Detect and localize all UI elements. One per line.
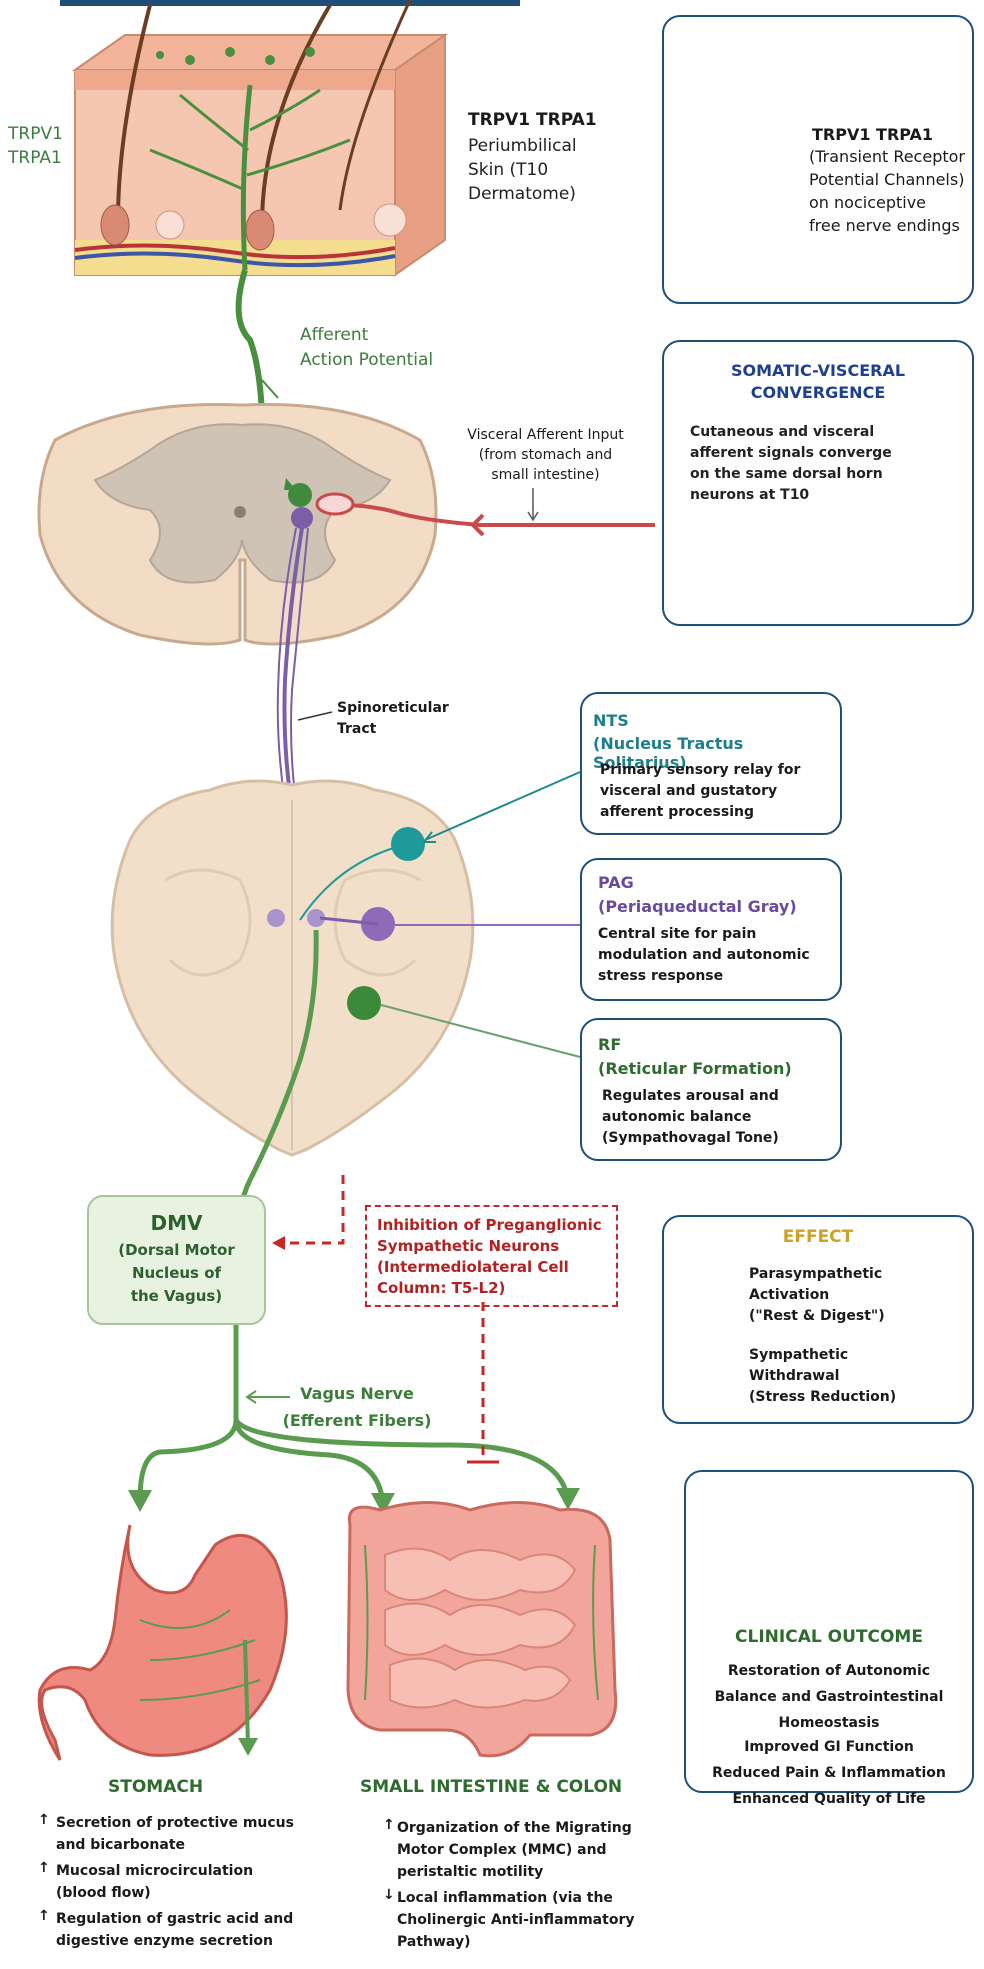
channel-info-box: TRPV1 TRPA1 (Transient Receptor Potentia…: [662, 15, 974, 304]
pag-full: (Periaqueductal Gray): [598, 897, 797, 916]
dorsal-horn-projection-neuron: [291, 507, 313, 529]
outcome-line2: Improved GI Function Reduced Pain & Infl…: [686, 1734, 972, 1812]
stomach-item-text: Mucosal microcirculation (blood flow): [56, 1860, 253, 1904]
spinoreticular-label: Spinoreticular Tract: [337, 698, 449, 740]
nts-abbr: NTS: [593, 711, 629, 730]
stomach-item-arrow: ↑: [38, 1908, 56, 1952]
pag-abbr: PAG: [598, 873, 634, 892]
rf-nucleus: [347, 986, 381, 1020]
channel-box-desc: (Transient Receptor Potential Channels) …: [809, 145, 965, 237]
afferent-label: Afferent Action Potential: [300, 323, 433, 373]
stomach-item-arrow: ↑: [38, 1860, 56, 1904]
rf-full: (Reticular Formation): [598, 1059, 792, 1078]
intestine-list: ↑ Organization of the Migrating Motor Co…: [383, 1817, 673, 1953]
stomach-item-text: Regulation of gastric acid and digestive…: [56, 1908, 293, 1952]
stomach-item-text: Secretion of protective mucus and bicarb…: [56, 1812, 294, 1856]
inhibition-text: Inhibition of Preganglionic Sympathetic …: [377, 1215, 602, 1299]
intestine-item: ↑ Organization of the Migrating Motor Co…: [383, 1817, 673, 1883]
effect-up-text: Parasympathetic Activation ("Rest & Dige…: [749, 1264, 885, 1327]
outcome-line1: Restoration of Autonomic Balance and Gas…: [686, 1658, 972, 1736]
channel-box-title: TRPV1 TRPA1: [812, 125, 933, 144]
stomach-item: ↑ Secretion of protective mucus and bica…: [38, 1812, 328, 1856]
dmv-box: DMV (Dorsal Motor Nucleus of the Vagus): [87, 1195, 266, 1325]
stomach-item-arrow: ↑: [38, 1812, 56, 1856]
stomach-item: ↑ Mucosal microcirculation (blood flow): [38, 1860, 328, 1904]
rf-box: RF (Reticular Formation) Regulates arous…: [580, 1018, 842, 1161]
vagus-label: Vagus Nerve (Efferent Fibers): [282, 1380, 432, 1434]
skin-illustration: [75, 0, 445, 275]
nts-leader-line: [425, 772, 580, 840]
rf-desc: Regulates arousal and autonomic balance …: [602, 1086, 779, 1149]
spinal-cord-illustration: [39, 404, 436, 644]
intestine-title: SMALL INTESTINE & COLON: [360, 1777, 622, 1797]
intestine-item: ↓ Local inflammation (via the Cholinergi…: [383, 1887, 673, 1953]
effect-down-text: Sympathetic Withdrawal (Stress Reduction…: [749, 1345, 896, 1408]
pag-desc: Central site for pain modulation and aut…: [598, 924, 810, 987]
dmv-abbr: DMV: [89, 1211, 264, 1235]
title-fragment: [60, 0, 520, 6]
skin-title: Periumbilical Skin (T10 Dermatome): [468, 134, 577, 206]
receptor-label: TRPV1 TRPA1: [8, 122, 63, 170]
intestine-item-arrow: ↓: [383, 1887, 397, 1953]
outcome-title: CLINICAL OUTCOME: [686, 1627, 972, 1647]
skin-title-bold: TRPV1 TRPA1: [468, 110, 597, 130]
pag-box: PAG (Periaqueductal Gray) Central site f…: [580, 858, 842, 1001]
stomach-item: ↑ Regulation of gastric acid and digesti…: [38, 1908, 328, 1952]
stomach-title: STOMACH: [108, 1777, 203, 1797]
intestine-item-arrow: ↑: [383, 1817, 397, 1883]
rf-abbr: RF: [598, 1035, 621, 1054]
convergence-box: SOMATIC-VISCERAL CONVERGENCE Cutaneous a…: [662, 340, 974, 626]
effect-title: EFFECT: [664, 1227, 972, 1247]
nts-desc: Primary sensory relay for visceral and g…: [600, 760, 800, 823]
inhibition-box: Inhibition of Preganglionic Sympathetic …: [365, 1205, 618, 1307]
effect-box: EFFECT Parasympathetic Activation ("Rest…: [662, 1215, 974, 1424]
clinical-outcome-box: CLINICAL OUTCOME Restoration of Autonomi…: [684, 1470, 974, 1793]
intestine-illustration: [348, 1503, 616, 1756]
intestine-item-text: Organization of the Migrating Motor Comp…: [397, 1817, 632, 1883]
convergence-desc: Cutaneous and visceral afferent signals …: [690, 422, 892, 506]
nts-box: NTS (Nucleus Tractus Solitarius) Primary…: [580, 692, 842, 835]
dmv-full: (Dorsal Motor Nucleus of the Vagus): [89, 1239, 264, 1308]
stomach-list: ↑ Secretion of protective mucus and bica…: [38, 1812, 328, 1952]
visceral-input-label: Visceral Afferent Input (from stomach an…: [458, 425, 633, 485]
intestine-item-text: Local inflammation (via the Cholinergic …: [397, 1887, 634, 1953]
convergence-title: SOMATIC-VISCERAL CONVERGENCE: [664, 360, 972, 404]
